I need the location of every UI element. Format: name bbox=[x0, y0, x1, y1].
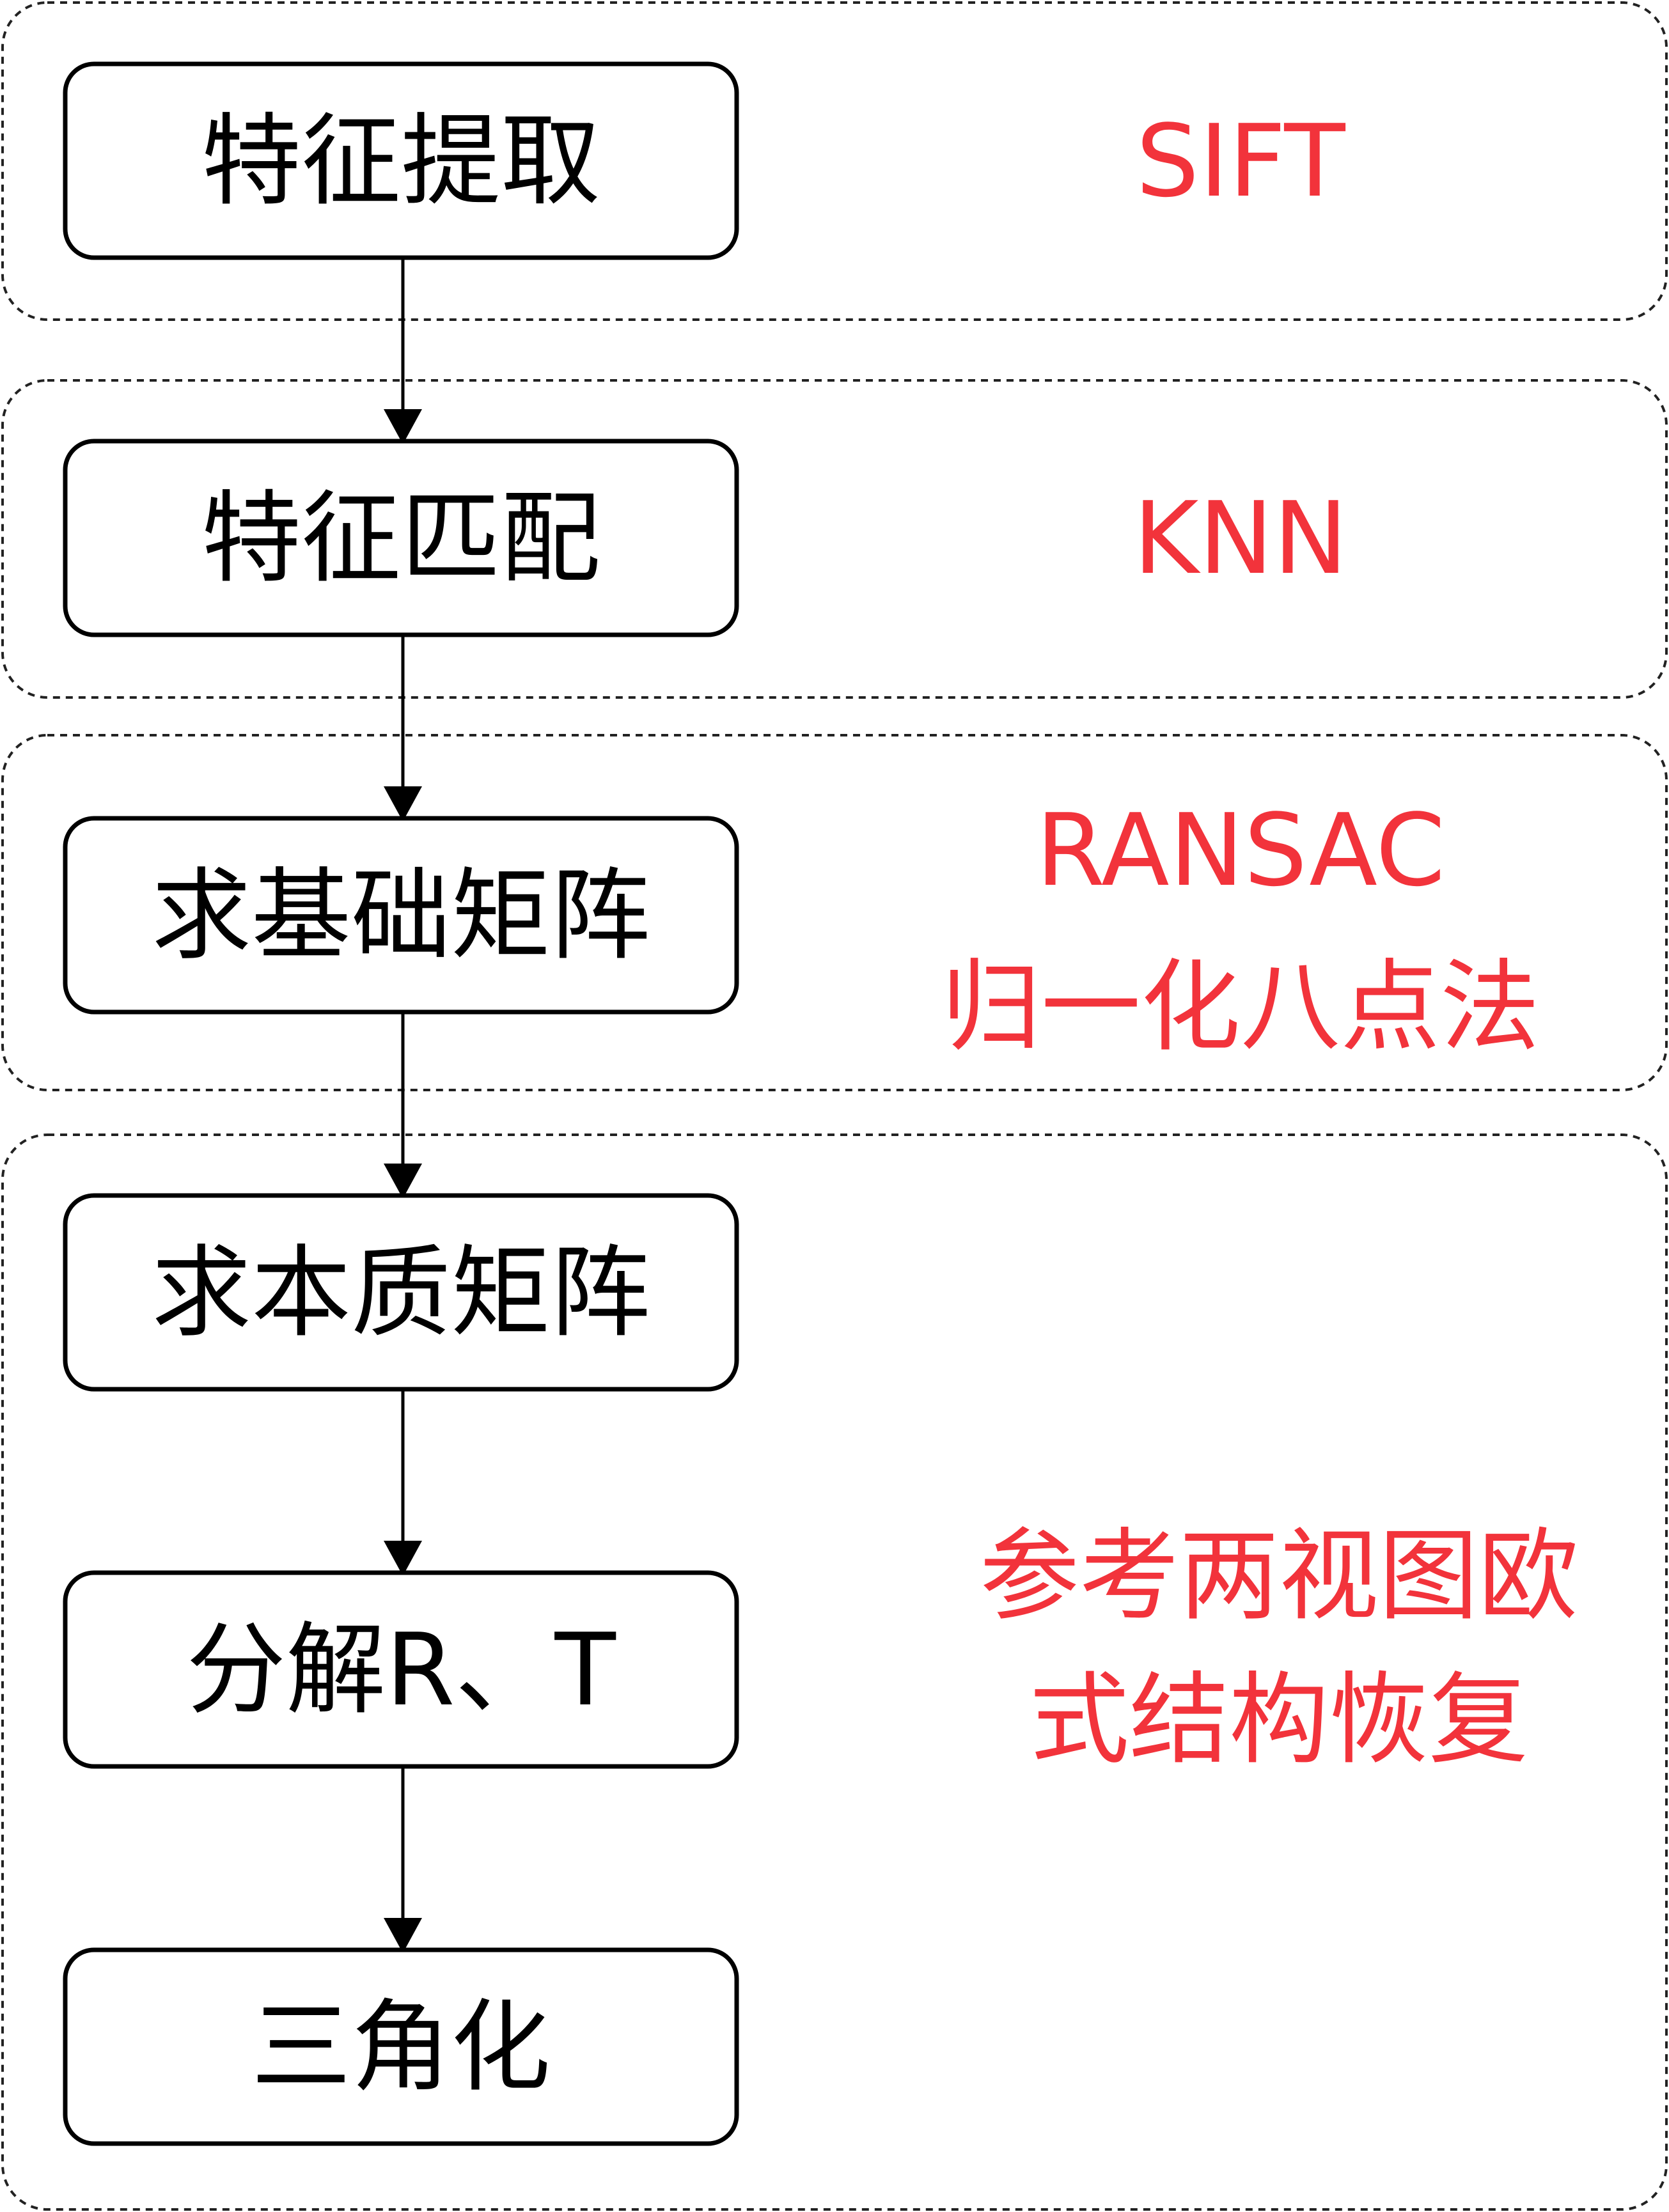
step-essential-matrix: 求本质矩阵 bbox=[63, 1193, 739, 1392]
group-feature-extraction bbox=[1, 1, 1668, 321]
note-reference-line-2: 式结构恢复 bbox=[1030, 1662, 1528, 1778]
arrow-5 bbox=[384, 1766, 422, 1953]
step-feature-matching: 特征匹配 bbox=[63, 439, 739, 637]
note-normalized-eight-point: 归一化八点法 bbox=[941, 949, 1540, 1065]
step-label: 三角化 bbox=[251, 1989, 551, 2105]
arrow-3 bbox=[384, 1012, 422, 1199]
group-fundamental-matrix bbox=[1, 734, 1668, 1091]
note-sift: SIFT bbox=[1136, 103, 1345, 219]
step-label: 特征提取 bbox=[201, 103, 600, 219]
arrow-4 bbox=[384, 1389, 422, 1576]
step-feature-extraction: 特征提取 bbox=[63, 61, 739, 260]
step-label: 分解R、T bbox=[186, 1612, 616, 1728]
step-fundamental-matrix: 求基础矩阵 bbox=[63, 816, 739, 1015]
step-label: 求基础矩阵 bbox=[152, 857, 650, 974]
step-decompose-rt: 分解R、T bbox=[63, 1570, 739, 1769]
step-triangulation: 三角化 bbox=[63, 1947, 739, 2146]
note-ransac: RANSAC bbox=[1036, 792, 1445, 908]
step-label: 求本质矩阵 bbox=[152, 1235, 650, 1351]
note-knn: KNN bbox=[1133, 480, 1348, 596]
note-reference-line-1: 参考两视图欧 bbox=[980, 1518, 1578, 1634]
group-feature-matching bbox=[1, 379, 1668, 699]
arrow-1 bbox=[384, 258, 422, 444]
step-label: 特征匹配 bbox=[201, 480, 600, 596]
group-reconstruction bbox=[1, 1133, 1668, 2211]
arrow-2 bbox=[384, 635, 422, 822]
